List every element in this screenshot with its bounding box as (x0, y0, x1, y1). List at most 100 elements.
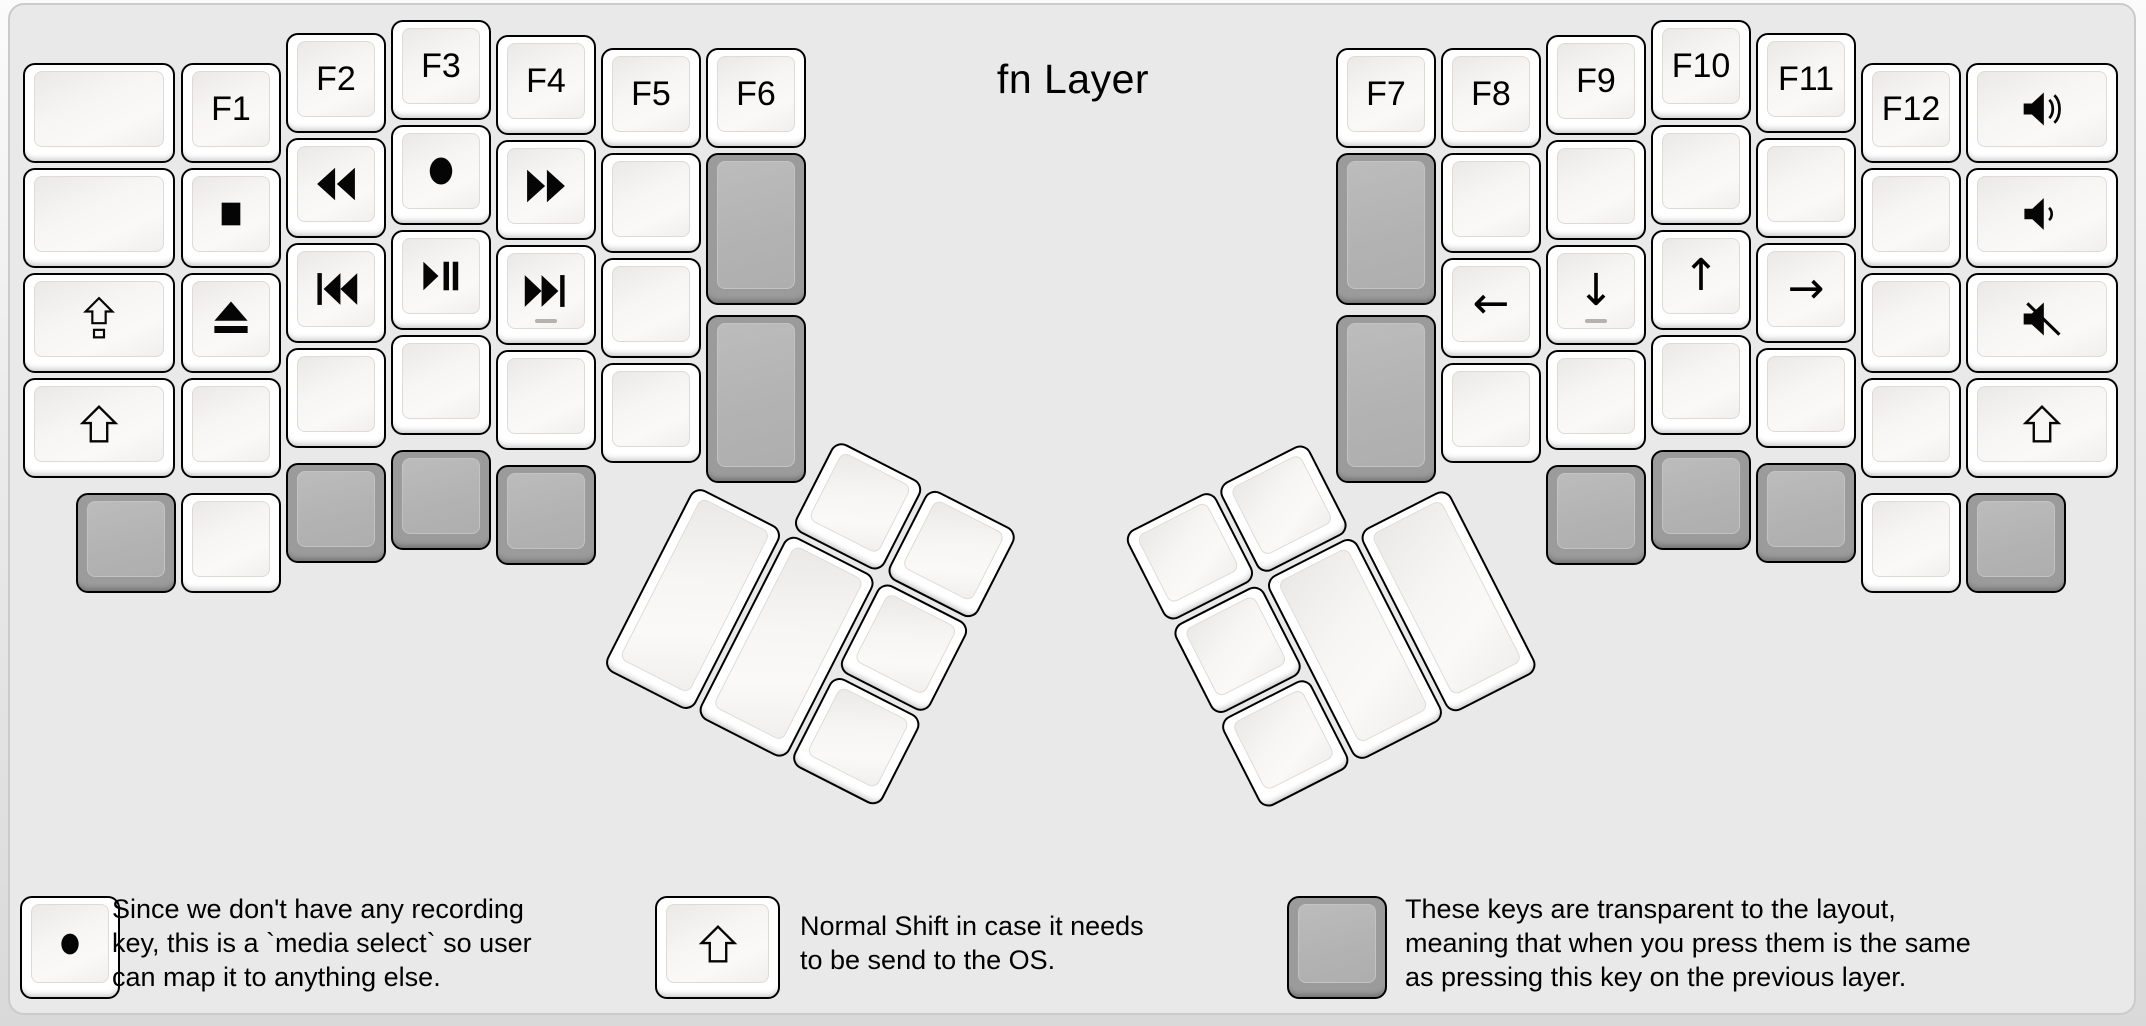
key-transparent-bottom-left-4 (391, 450, 491, 550)
legend-text-transparent: These keys are transparent to the layout… (1405, 894, 1971, 992)
key-transparent-right-inner-2 (1336, 315, 1436, 483)
shift-icon (2020, 403, 2064, 445)
rewind-icon (314, 166, 358, 202)
keytop (1662, 458, 1740, 534)
keytop (297, 471, 375, 547)
volume-up-icon (2019, 87, 2065, 131)
key-f1: F1 (181, 63, 281, 163)
key-arrow-down: ↓ (1546, 245, 1646, 345)
keytop (34, 281, 164, 357)
key-transparent-bottom-right-1 (1546, 465, 1646, 565)
keytop: F6 (717, 56, 795, 132)
key-f6: F6 (706, 48, 806, 148)
key-blank-f4col-4 (496, 350, 596, 450)
key-prev-track (286, 243, 386, 343)
keytop (1298, 904, 1376, 983)
legend-sample-key-0 (20, 896, 120, 999)
keytop (297, 146, 375, 222)
layer-title: fn Layer (996, 56, 1150, 102)
keytop (901, 498, 1006, 603)
keytop (717, 323, 795, 467)
keytop (853, 592, 958, 696)
keytop (1767, 146, 1845, 222)
keytop (1231, 688, 1336, 792)
key-arrow-up: ↑ (1651, 230, 1751, 330)
fast-forward-icon (524, 168, 568, 204)
keytop (1662, 343, 1740, 419)
keytop: F4 (507, 43, 585, 119)
keytop (1229, 453, 1334, 557)
keytop (1767, 356, 1845, 432)
volume-down-icon (2020, 192, 2064, 236)
key-label: F12 (1881, 89, 1941, 128)
legend-item-transparent (1287, 896, 1387, 999)
keytop (806, 686, 911, 790)
keytop (1557, 148, 1635, 224)
keytop: F12 (1872, 71, 1950, 147)
key-blank-f11col-2 (1756, 138, 1856, 238)
key-transparent-bottom-left-1 (76, 493, 176, 593)
key-play-pause (391, 230, 491, 330)
key-volume-down (1966, 168, 2118, 268)
key-label: ↓ (1577, 265, 1615, 316)
keytop (34, 71, 164, 147)
key-f8: F8 (1441, 48, 1541, 148)
key-blank-f9col-4 (1546, 350, 1646, 450)
keytop (192, 176, 270, 252)
key-blank-f10col-2 (1651, 125, 1751, 225)
keytop (87, 501, 165, 577)
key-transparent-right-inner-1 (1336, 153, 1436, 305)
keytop (34, 176, 164, 252)
key-blank-f12col-2 (1861, 168, 1961, 268)
key-blank-f12col-4 (1861, 378, 1961, 478)
key-transparent-left-inner-1 (706, 153, 806, 305)
key-record (391, 125, 491, 225)
key-next-track (496, 245, 596, 345)
key-transparent-bottom-right-3 (1756, 463, 1856, 563)
record-icon (423, 150, 459, 192)
key-f4: F4 (496, 35, 596, 135)
key-blank-f3col-4 (391, 335, 491, 435)
keytop: F11 (1767, 41, 1845, 117)
key-transparent-bottom-right-5 (1966, 493, 2066, 593)
stop-icon (215, 196, 247, 232)
mute-icon (2019, 297, 2065, 341)
keytop (402, 238, 480, 314)
key-blank-f5col-4 (601, 363, 701, 463)
key-label: F3 (421, 46, 461, 85)
key-label: F1 (211, 89, 251, 128)
keytop (1977, 281, 2107, 357)
shift-lock-icon (79, 296, 119, 342)
key-f3: F3 (391, 20, 491, 120)
keytop (1183, 594, 1288, 698)
key-blank-outer-left-1 (23, 63, 175, 163)
key-f11: F11 (1756, 33, 1856, 133)
keytop: F1 (192, 71, 270, 147)
keytop (192, 281, 270, 357)
key-blank-f12col-3 (1861, 273, 1961, 373)
key-blank-f1col-4 (181, 378, 281, 478)
keytop (507, 148, 585, 224)
keytop (1557, 473, 1635, 549)
keytop (1977, 71, 2107, 147)
keytop (612, 266, 690, 342)
key-blank-outer-left-2 (23, 168, 175, 268)
keytop: F9 (1557, 43, 1635, 119)
key-f5: F5 (601, 48, 701, 148)
key-fast-forward (496, 140, 596, 240)
keytop (34, 386, 164, 462)
keytop (612, 161, 690, 237)
key-label: ← (1472, 278, 1510, 329)
keytop (31, 904, 109, 983)
key-label: F7 (1366, 74, 1406, 113)
keytop (402, 133, 480, 209)
key-stop (181, 168, 281, 268)
key-blank-f2col-4 (286, 348, 386, 448)
key-transparent-bottom-right-2 (1651, 450, 1751, 550)
key-blank-f10col-4 (1651, 335, 1751, 435)
key-transparent-bottom-left-5 (496, 465, 596, 565)
key-label: → (1787, 263, 1825, 314)
